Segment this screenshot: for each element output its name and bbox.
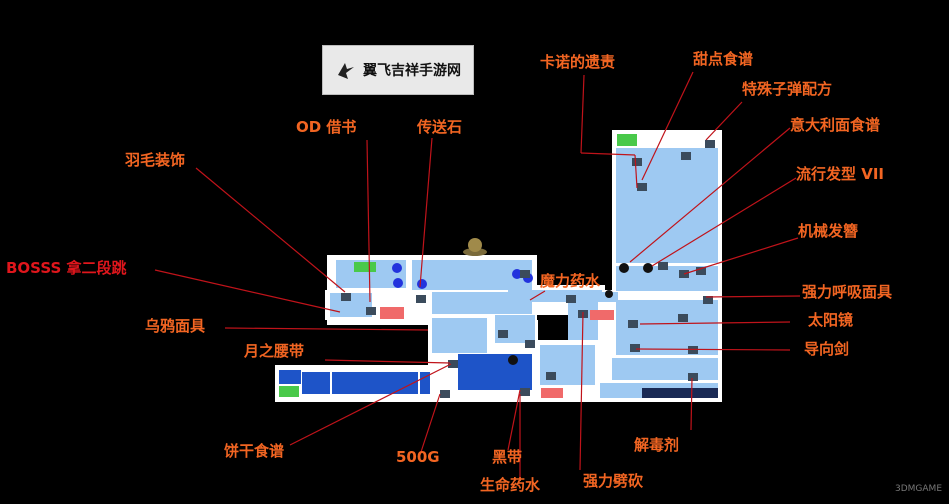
site-logo: 翼飞吉祥手游网 xyxy=(322,45,474,95)
map-dark-rooms xyxy=(279,354,532,394)
label-hairstyle: 流行发型 VII xyxy=(796,165,884,183)
label-black-belt: 黑带 xyxy=(492,448,523,466)
label-teleport-stone: 传送石 xyxy=(417,118,463,136)
label-breath-mask: 强力呼吸面具 xyxy=(802,283,893,301)
corner-watermark: 3DMGAME xyxy=(895,484,943,494)
map-special-rooms xyxy=(279,134,718,398)
label-life-potion: 生命药水 xyxy=(480,476,541,494)
label-boss-double-jump: BOSSS 拿二段跳 xyxy=(6,259,127,277)
label-pasta-recipe: 意大利面食谱 xyxy=(790,116,881,134)
label-moon-belt: 月之腰带 xyxy=(244,342,305,360)
label-mech-hairpin: 机械发簪 xyxy=(798,222,859,240)
map-black-markers xyxy=(508,263,653,365)
label-500g: 500G xyxy=(396,448,440,466)
label-feather-deco: 羽毛装饰 xyxy=(125,151,186,169)
boss-hat-icon xyxy=(463,238,487,256)
site-name: 翼飞吉祥手游网 xyxy=(363,63,461,79)
label-sunglasses: 太阳镜 xyxy=(808,311,854,329)
label-cano-relic: 卡诺的遗责 xyxy=(540,53,616,71)
label-dessert-recipe: 甜点食谱 xyxy=(693,50,754,68)
label-antidote: 解毒剂 xyxy=(634,436,680,454)
label-guide-sword: 导向剑 xyxy=(804,340,850,358)
leader-lines xyxy=(154,71,801,478)
label-crow-mask: 乌鸦面具 xyxy=(145,317,206,335)
label-special-bullet: 特殊子弹配方 xyxy=(742,80,833,98)
label-cookie-recipe: 饼干食谱 xyxy=(224,442,285,460)
label-strong-slash: 强力劈砍 xyxy=(583,472,644,490)
label-od-book: OD 借书 xyxy=(296,118,357,136)
bird-logo-icon xyxy=(338,63,354,79)
label-magic-potion: 魔力药水 xyxy=(540,272,601,290)
